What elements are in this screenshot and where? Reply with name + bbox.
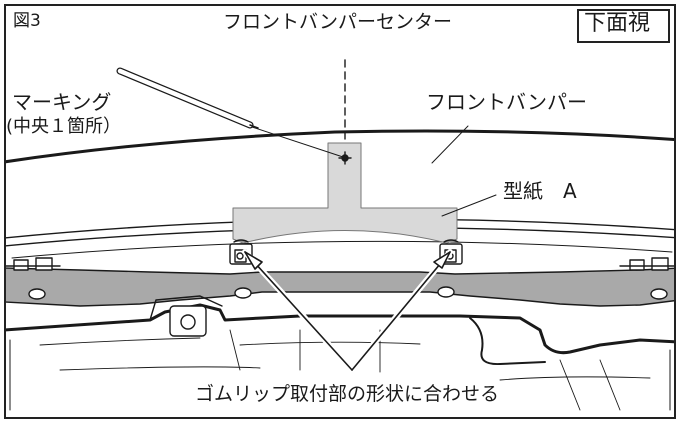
diagram-title: フロントバンパーセンター: [223, 11, 452, 33]
side-clip-right: [619, 257, 674, 271]
view-label-box: [577, 9, 670, 43]
figure-number: 図3: [13, 11, 41, 31]
pattern-leader: [441, 194, 497, 217]
marking-leader: [251, 126, 344, 158]
side-clip-left: [6, 257, 61, 271]
pen-icon: [116, 67, 259, 129]
instruction-arrows: [242, 249, 453, 373]
mounting-bracket: [6, 267, 674, 307]
bumper-edge: [6, 129, 674, 164]
rubber-lip-clip-left: [229, 239, 253, 265]
view-label: 下面視: [584, 11, 651, 36]
bumper-label: フロントバンパー: [426, 90, 587, 114]
bumper-leader: [431, 125, 469, 164]
instruction-label: ゴムリップ取付部の形状に合わせる: [195, 383, 500, 405]
diagram-frame: [4, 4, 676, 419]
lower-structure: [6, 303, 674, 355]
marking-sublabel: (中央１箇所）: [6, 116, 122, 137]
marking-label: マーキング: [12, 90, 112, 114]
pattern-label: 型紙 A: [503, 179, 577, 203]
